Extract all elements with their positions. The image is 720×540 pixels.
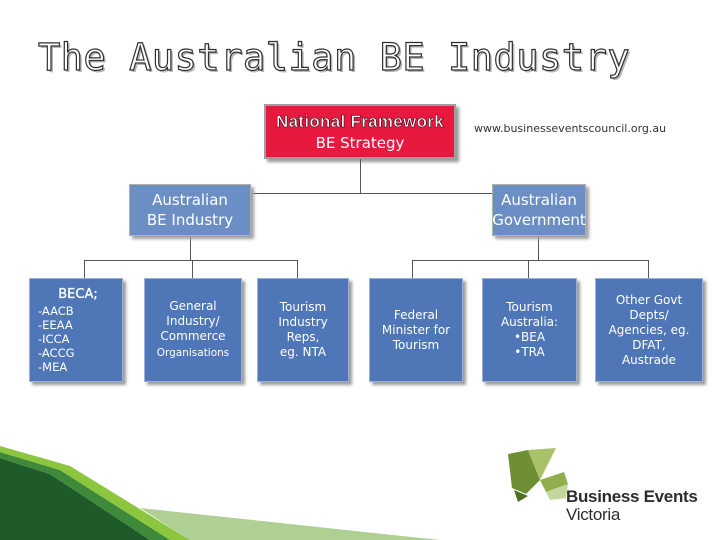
- general-industry-box: General Industry/ Commerce Organisations: [144, 278, 242, 382]
- australian-government-box: Australian Government: [492, 184, 586, 236]
- tourism-industry-line2: Industry: [278, 315, 328, 329]
- business-events-victoria-logo: [508, 448, 568, 502]
- connector-mid-bar: [251, 193, 492, 194]
- general-line4: Organisations: [156, 347, 230, 359]
- connector-federal: [412, 260, 413, 278]
- beca-item: -MEA: [38, 359, 68, 374]
- connector-industry-bar: [84, 260, 298, 261]
- general-line3: Commerce: [160, 329, 226, 343]
- connector-general: [192, 260, 193, 278]
- federal-line2: Minister for: [381, 322, 451, 337]
- beca-item: -EEAA: [38, 317, 73, 332]
- connector-national-down: [360, 159, 361, 193]
- other-govt-line4: DFAT,: [632, 337, 666, 352]
- be-strategy-label: BE Strategy: [315, 133, 405, 152]
- beca-item: -AACB: [38, 303, 74, 318]
- tourism-industry-box: Tourism Industry Reps, eg. NTA: [257, 278, 349, 382]
- website-url: www.businesseventscouncil.org.au: [474, 122, 667, 135]
- tourism-industry-line4: eg. NTA: [279, 345, 327, 359]
- tourism-industry-line3: Reps,: [286, 330, 320, 344]
- other-govt-line2: Depts/: [629, 307, 669, 322]
- connector-beca: [84, 260, 85, 278]
- government-line2: Government: [492, 211, 586, 229]
- beca-item: -ICCA: [38, 331, 70, 346]
- connector-industry-down: [190, 236, 191, 260]
- tourism-australia-box: Tourism Australia: •BEA •TRA: [482, 278, 577, 382]
- slide-title: The Australian BE Industry: [37, 35, 631, 79]
- logo-text: Business Events Victoria: [566, 488, 698, 524]
- other-govt-line5: Austrade: [621, 352, 677, 367]
- connector-tourism-industry: [297, 260, 298, 278]
- logo-line1: Business Events: [566, 487, 698, 506]
- beca-box: BECA; -AACB -EEAA -ICCA -ACCG -MEA: [29, 278, 123, 382]
- other-govt-box: Other Govt Depts/ Agencies, eg. DFAT, Au…: [595, 278, 703, 382]
- federal-line1: Federal: [393, 307, 439, 322]
- tourism-australia-line3: •BEA: [513, 330, 546, 344]
- australian-be-industry-box: Australian BE Industry: [129, 184, 251, 236]
- connector-tourism-australia: [528, 260, 529, 278]
- industry-line1: Australian: [152, 191, 228, 209]
- national-framework-label: National Framework: [276, 111, 444, 131]
- tourism-australia-line4: •TRA: [514, 345, 545, 359]
- connector-government-bar: [412, 260, 649, 261]
- connector-government-down: [538, 236, 539, 260]
- beca-heading: BECA;: [58, 286, 98, 302]
- logo-line2: Victoria: [566, 505, 620, 524]
- tourism-australia-line2: Australia:: [500, 315, 559, 329]
- industry-line2: BE Industry: [146, 211, 234, 229]
- connector-other-govt: [648, 260, 649, 278]
- other-govt-line3: Agencies, eg.: [608, 322, 690, 337]
- footer-stripe: [0, 446, 440, 540]
- national-framework-box: National Framework BE Strategy: [264, 104, 456, 159]
- general-line2: Industry/: [166, 314, 220, 328]
- tourism-australia-line1: Tourism: [506, 300, 553, 314]
- federal-line3: Tourism: [392, 337, 440, 352]
- general-line1: General: [169, 299, 217, 313]
- other-govt-line1: Other Govt: [615, 292, 683, 307]
- government-line1: Australian: [501, 191, 577, 209]
- beca-item: -ACCG: [38, 345, 75, 360]
- federal-minister-box: Federal Minister for Tourism: [369, 278, 463, 382]
- tourism-industry-line1: Tourism: [279, 300, 327, 314]
